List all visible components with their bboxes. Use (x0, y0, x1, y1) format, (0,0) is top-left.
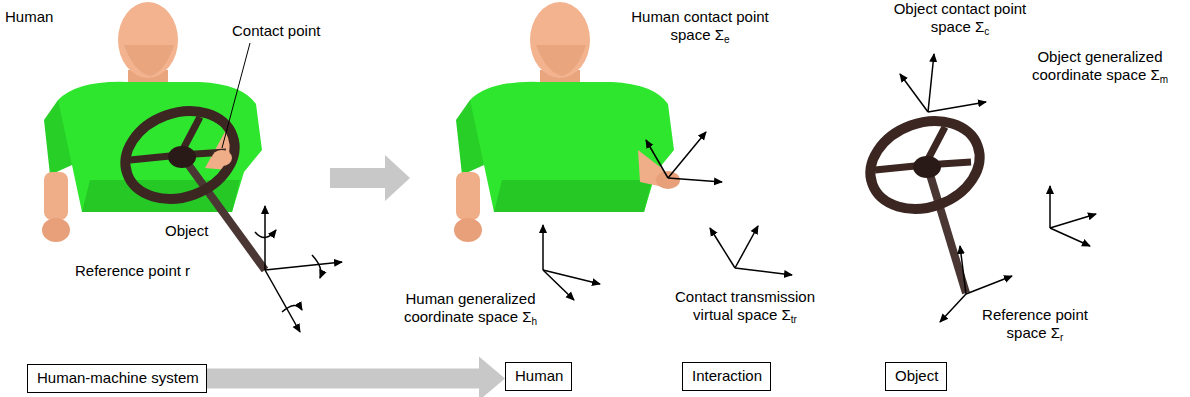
box-label: Human-machine system (37, 369, 197, 387)
coordinate-frame-part (900, 74, 928, 112)
space-label: Object generalized coordinate space Σm (1025, 48, 1175, 84)
part-label: Human (5, 8, 53, 26)
human-figure-part (469, 82, 674, 212)
space-label: Human contact point space Σe (625, 8, 775, 44)
coordinate-frame-part (710, 228, 735, 268)
steering-wheel-part (168, 146, 196, 168)
coordinate-frame-part (646, 140, 668, 178)
coordinate-frame-part (928, 102, 986, 112)
human-figure-part (456, 172, 480, 220)
human-figure-part (454, 218, 482, 242)
steering-wheel-part (858, 106, 992, 223)
coordinate-frame-part (543, 270, 574, 300)
human-figure-part (124, 45, 174, 76)
human-figure (42, 2, 262, 242)
space-label: Human generalized coordinate space Σh (383, 290, 558, 326)
steering-wheel-part (113, 96, 247, 213)
human-figure-part (494, 180, 652, 212)
coordinate-frame-part (1050, 214, 1096, 228)
coordinate-frame (646, 132, 722, 182)
coordinate-frame-part (1050, 228, 1090, 246)
stage-box: Object (885, 362, 947, 391)
stage-box: Human (505, 362, 572, 391)
coordinate-frame (900, 54, 986, 112)
coordinate-frame-part (668, 132, 706, 178)
coordinate-frame-part (282, 305, 302, 312)
coordinate-frame-part (312, 255, 321, 278)
human-figure-part (530, 2, 590, 78)
space-label: Reference point space Σr (975, 306, 1095, 342)
space-label: Contact transmission virtual space Σtr (665, 288, 825, 324)
box-label: Object (895, 367, 937, 385)
coordinate-frame-part (543, 270, 600, 284)
human-figure-part (118, 2, 178, 78)
human-figure-part (536, 45, 586, 76)
coordinate-frame-part (735, 268, 792, 275)
coordinate-frame-part (928, 54, 934, 112)
steering-wheel-part (212, 150, 232, 166)
part-label: Reference point r (75, 262, 190, 280)
box-label: Human (515, 367, 562, 385)
steering-wheel (113, 96, 265, 270)
leader-line (222, 43, 250, 148)
flow-arrow (330, 155, 410, 201)
stage-box: Interaction (682, 362, 771, 391)
coordinate-frame (255, 206, 342, 332)
coordinate-frame-part (542, 225, 544, 270)
coordinate-frame-part (265, 262, 342, 270)
human-figure (454, 2, 680, 242)
human-figure-part (42, 218, 70, 242)
coordinate-frame (1050, 186, 1096, 246)
coordinate-frame-part (668, 178, 722, 182)
flow-arrow (207, 357, 505, 397)
human-figure-part (656, 171, 680, 189)
coordinate-frame (543, 225, 600, 300)
steering-wheel-part (913, 156, 941, 178)
coordinate-frame-part (735, 226, 758, 268)
human-figure-part (44, 172, 68, 220)
coordinate-frame-part (966, 276, 1012, 294)
coordinate-frame-part (960, 246, 966, 294)
coordinate-frame-part (265, 270, 300, 332)
coordinate-frame-part (255, 230, 276, 238)
part-label: Object (165, 222, 208, 240)
space-label: Object contact point space Σc (885, 0, 1035, 36)
coordinate-frame (710, 226, 792, 275)
human-figure-part (456, 100, 484, 175)
part-label: Contact point (232, 22, 320, 40)
coordinate-frame-part (940, 294, 966, 322)
stage-box: Human-machine system (27, 364, 207, 393)
coordinate-frame-part (1049, 186, 1051, 228)
human-figure-part (44, 100, 72, 175)
steering-wheel (858, 106, 992, 293)
box-label: Interaction (692, 367, 761, 385)
